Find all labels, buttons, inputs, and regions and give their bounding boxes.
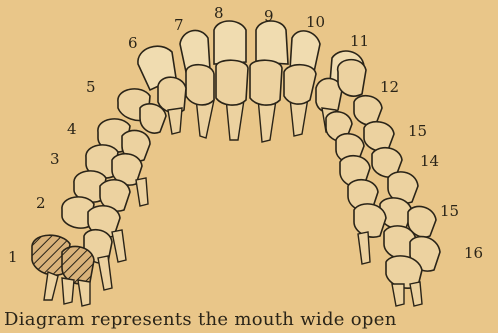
tooth-label-9: 9 — [264, 7, 274, 25]
tooth-label-16: 16 — [464, 244, 483, 262]
right-side-teeth — [326, 60, 440, 306]
tooth-label-12: 12 — [380, 78, 399, 96]
tooth-label-4: 4 — [67, 120, 77, 138]
tooth-label-1: 1 — [8, 248, 18, 266]
tooth-label-14: 14 — [420, 152, 439, 170]
tooth-label-10: 10 — [306, 13, 325, 31]
tooth-label-6: 6 — [128, 34, 138, 52]
diagram-caption: Diagram represents the mouth wide open — [4, 309, 498, 330]
tooth-label-3: 3 — [50, 150, 60, 168]
tooth-label-8: 8 — [214, 4, 224, 22]
tooth-label-13: 15 — [408, 122, 427, 140]
tooth-label-11: 11 — [350, 32, 369, 50]
left-side-teeth — [32, 89, 166, 306]
tooth-label-7: 7 — [174, 16, 184, 34]
lower-incisors — [158, 60, 342, 142]
tooth-label-2: 2 — [36, 194, 46, 212]
tooth-label-5: 5 — [86, 78, 96, 96]
tooth-label-15: 15 — [440, 202, 459, 220]
